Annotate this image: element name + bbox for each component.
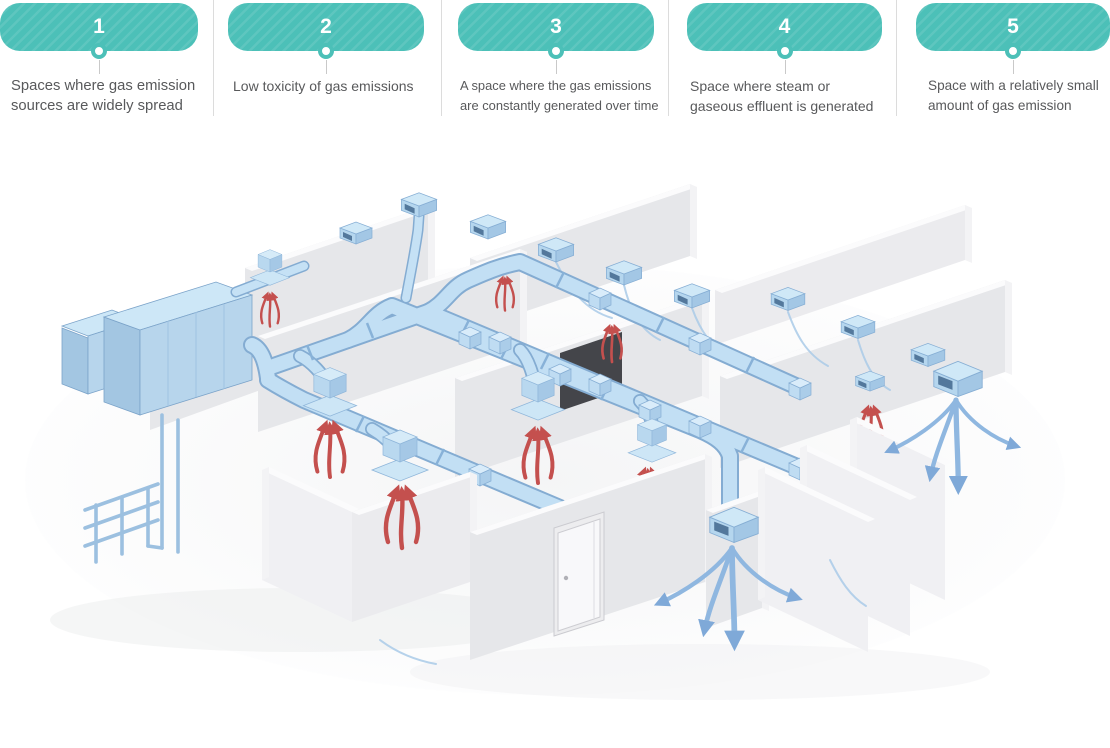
step-connector-line [326, 60, 327, 74]
step-connector-line [556, 60, 557, 74]
step-connector-dot [1005, 43, 1021, 59]
air-handling-unit [60, 281, 254, 564]
step-connector-dot [318, 43, 334, 59]
column-divider [668, 0, 669, 116]
step-description: A space where the gas emissions are cons… [460, 78, 659, 113]
step-pill: 4 [687, 3, 882, 51]
process-step-2: 2 Low toxicity of gas emissions [228, 0, 424, 130]
step-description: Low toxicity of gas emissions [233, 78, 414, 94]
step-number: 1 [93, 15, 105, 38]
column-divider [441, 0, 442, 116]
step-number: 5 [1007, 15, 1019, 38]
building-walls-front-left [262, 467, 477, 622]
step-connector-dot [776, 43, 793, 59]
step-connector-line [1013, 60, 1014, 74]
step-number: 4 [778, 15, 791, 38]
door-knob [563, 575, 569, 581]
step-description: Spaces where gas emission sources are wi… [11, 78, 196, 114]
building-walls-front [470, 417, 952, 660]
column-divider [896, 0, 897, 116]
process-step-1: 1 Spaces where gas emission sources are … [0, 0, 198, 130]
process-step-4: 4 Space where steam or gaseous effluent … [687, 0, 882, 130]
process-step-5: 5 Space with a relatively small amount o… [916, 0, 1110, 130]
step-connector-dot [548, 43, 564, 59]
wall [758, 467, 875, 652]
step-pill: 1 [0, 3, 198, 51]
conditions-header: 1 Spaces where gas emission sources are … [0, 0, 1110, 130]
wall [352, 472, 477, 622]
column-divider [213, 0, 214, 116]
step-description: Space where steam or gaseous effluent is… [690, 78, 874, 114]
wall [245, 206, 435, 358]
step-number: 3 [550, 15, 562, 38]
door [553, 511, 605, 637]
wall [262, 467, 359, 622]
duct-network [230, 192, 946, 519]
process-step-3: 3 A space where the gas emissions are co… [458, 0, 658, 130]
step-description: Space with a relatively small amount of … [928, 78, 1099, 113]
step-connector-line [99, 60, 100, 74]
ventilation-illustration [25, 184, 1065, 700]
supply-vents [379, 360, 1016, 665]
step-connector-line [784, 60, 786, 74]
wall [715, 205, 972, 345]
ahu-pipes [83, 413, 180, 564]
step-connector-dot [91, 43, 107, 59]
step-number: 2 [320, 15, 332, 38]
